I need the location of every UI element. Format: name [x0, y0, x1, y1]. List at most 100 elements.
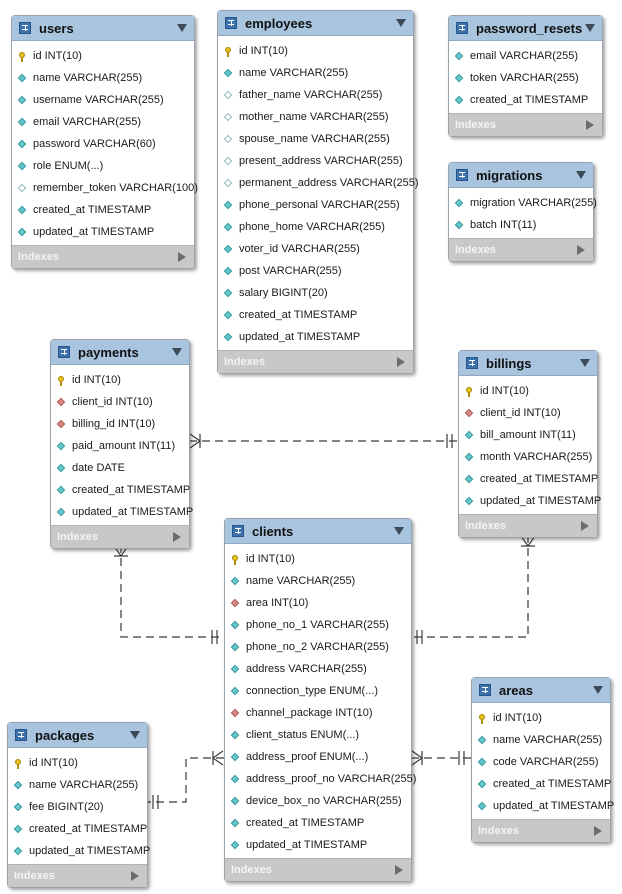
- collapse-caret-icon[interactable]: [585, 24, 595, 32]
- column-row[interactable]: created_at TIMESTAMP: [449, 89, 602, 111]
- table-employees[interactable]: employees id INT(10)name VARCHAR(255)fath…: [217, 10, 419, 374]
- expand-arrow-icon[interactable]: [395, 865, 403, 875]
- table-header[interactable]: users: [12, 16, 194, 41]
- expand-arrow-icon[interactable]: [586, 120, 594, 130]
- column-row[interactable]: device_box_no VARCHAR(255): [225, 790, 411, 812]
- column-row[interactable]: phone_home VARCHAR(255): [218, 216, 413, 238]
- column-row[interactable]: created_at TIMESTAMP: [472, 773, 611, 795]
- table-header[interactable]: areas: [472, 678, 610, 703]
- column-row[interactable]: batch INT(11): [449, 214, 593, 236]
- column-row[interactable]: address_proof_no VARCHAR(255): [225, 768, 416, 790]
- table-billings[interactable]: billings id INT(10)client_id INT(10)bill_…: [458, 350, 601, 538]
- collapse-caret-icon[interactable]: [396, 19, 406, 27]
- column-row[interactable]: month VARCHAR(255): [459, 446, 597, 468]
- column-row[interactable]: billing_id INT(10): [51, 413, 189, 435]
- table-payments[interactable]: payments id INT(10)client_id INT(10)billi…: [50, 339, 193, 549]
- indexes-section[interactable]: Indexes: [218, 350, 413, 373]
- column-row[interactable]: updated_at TIMESTAMP: [51, 501, 193, 523]
- column-row[interactable]: password VARCHAR(60): [12, 133, 194, 155]
- column-row[interactable]: id INT(10): [12, 45, 194, 67]
- table-header[interactable]: password_resets: [449, 16, 602, 41]
- column-row[interactable]: connection_type ENUM(...): [225, 680, 411, 702]
- table-header[interactable]: packages: [8, 723, 147, 748]
- column-row[interactable]: id INT(10): [472, 707, 610, 729]
- column-row[interactable]: post VARCHAR(255): [218, 260, 413, 282]
- indexes-section[interactable]: Indexes: [459, 514, 597, 537]
- column-row[interactable]: updated_at TIMESTAMP: [218, 326, 413, 348]
- column-row[interactable]: name VARCHAR(255): [12, 67, 194, 89]
- column-row[interactable]: father_name VARCHAR(255): [218, 84, 413, 106]
- expand-arrow-icon[interactable]: [173, 532, 181, 542]
- table-header[interactable]: migrations: [449, 163, 593, 188]
- indexes-section[interactable]: Indexes: [449, 113, 602, 136]
- column-row[interactable]: name VARCHAR(255): [8, 774, 147, 796]
- column-row[interactable]: created_at TIMESTAMP: [51, 479, 190, 501]
- column-row[interactable]: updated_at TIMESTAMP: [472, 795, 614, 817]
- column-row[interactable]: name VARCHAR(255): [225, 570, 411, 592]
- column-row[interactable]: id INT(10): [8, 752, 147, 774]
- column-row[interactable]: date DATE: [51, 457, 189, 479]
- column-row[interactable]: created_at TIMESTAMP: [12, 199, 194, 221]
- column-row[interactable]: id INT(10): [459, 380, 597, 402]
- column-row[interactable]: phone_personal VARCHAR(255): [218, 194, 413, 216]
- column-row[interactable]: address_proof ENUM(...): [225, 746, 411, 768]
- expand-arrow-icon[interactable]: [397, 357, 405, 367]
- column-row[interactable]: id INT(10): [218, 40, 413, 62]
- collapse-caret-icon[interactable]: [593, 686, 603, 694]
- column-row[interactable]: role ENUM(...): [12, 155, 194, 177]
- column-row[interactable]: fee BIGINT(20): [8, 796, 147, 818]
- column-row[interactable]: phone_no_1 VARCHAR(255): [225, 614, 411, 636]
- table-header[interactable]: clients: [225, 519, 411, 544]
- column-row[interactable]: address VARCHAR(255): [225, 658, 411, 680]
- column-row[interactable]: paid_amount INT(11): [51, 435, 189, 457]
- column-row[interactable]: permanent_address VARCHAR(255): [218, 172, 419, 194]
- indexes-section[interactable]: Indexes: [472, 819, 610, 842]
- column-row[interactable]: bill_amount INT(11): [459, 424, 597, 446]
- column-row[interactable]: id INT(10): [51, 369, 189, 391]
- column-row[interactable]: salary BIGINT(20): [218, 282, 413, 304]
- collapse-caret-icon[interactable]: [130, 731, 140, 739]
- column-row[interactable]: remember_token VARCHAR(100): [12, 177, 198, 199]
- column-row[interactable]: id INT(10): [225, 548, 411, 570]
- column-row[interactable]: name VARCHAR(255): [472, 729, 610, 751]
- table-header[interactable]: employees: [218, 11, 413, 36]
- table-clients[interactable]: clients id INT(10)name VARCHAR(255)area I…: [224, 518, 416, 882]
- table-header[interactable]: billings: [459, 351, 597, 376]
- column-row[interactable]: token VARCHAR(255): [449, 67, 602, 89]
- table-header[interactable]: payments: [51, 340, 189, 365]
- column-row[interactable]: created_at TIMESTAMP: [218, 304, 413, 326]
- table-migrations[interactable]: migrations migration VARCHAR(255)batch IN…: [448, 162, 597, 262]
- column-row[interactable]: voter_id VARCHAR(255): [218, 238, 413, 260]
- column-row[interactable]: created_at TIMESTAMP: [459, 468, 598, 490]
- column-row[interactable]: email VARCHAR(255): [12, 111, 194, 133]
- column-row[interactable]: client_id INT(10): [459, 402, 597, 424]
- column-row[interactable]: spouse_name VARCHAR(255): [218, 128, 413, 150]
- table-packages[interactable]: packages id INT(10)name VARCHAR(255)fee B…: [7, 722, 150, 888]
- collapse-caret-icon[interactable]: [394, 527, 404, 535]
- column-row[interactable]: updated_at TIMESTAMP: [225, 834, 411, 856]
- table-areas[interactable]: areas id INT(10)name VARCHAR(255)code VAR…: [471, 677, 614, 843]
- column-row[interactable]: channel_package INT(10): [225, 702, 411, 724]
- expand-arrow-icon[interactable]: [581, 521, 589, 531]
- column-row[interactable]: created_at TIMESTAMP: [8, 818, 147, 840]
- column-row[interactable]: name VARCHAR(255): [218, 62, 413, 84]
- column-row[interactable]: username VARCHAR(255): [12, 89, 194, 111]
- collapse-caret-icon[interactable]: [580, 359, 590, 367]
- collapse-caret-icon[interactable]: [172, 348, 182, 356]
- indexes-section[interactable]: Indexes: [8, 864, 147, 887]
- column-row[interactable]: client_status ENUM(...): [225, 724, 411, 746]
- column-row[interactable]: migration VARCHAR(255): [449, 192, 597, 214]
- column-row[interactable]: code VARCHAR(255): [472, 751, 610, 773]
- expand-arrow-icon[interactable]: [594, 826, 602, 836]
- indexes-section[interactable]: Indexes: [449, 238, 593, 261]
- column-row[interactable]: email VARCHAR(255): [449, 45, 602, 67]
- column-row[interactable]: updated_at TIMESTAMP: [12, 221, 194, 243]
- column-row[interactable]: phone_no_2 VARCHAR(255): [225, 636, 411, 658]
- column-row[interactable]: area INT(10): [225, 592, 411, 614]
- column-row[interactable]: updated_at TIMESTAMP: [459, 490, 601, 512]
- expand-arrow-icon[interactable]: [577, 245, 585, 255]
- column-row[interactable]: client_id INT(10): [51, 391, 189, 413]
- indexes-section[interactable]: Indexes: [225, 858, 411, 881]
- indexes-section[interactable]: Indexes: [51, 525, 189, 548]
